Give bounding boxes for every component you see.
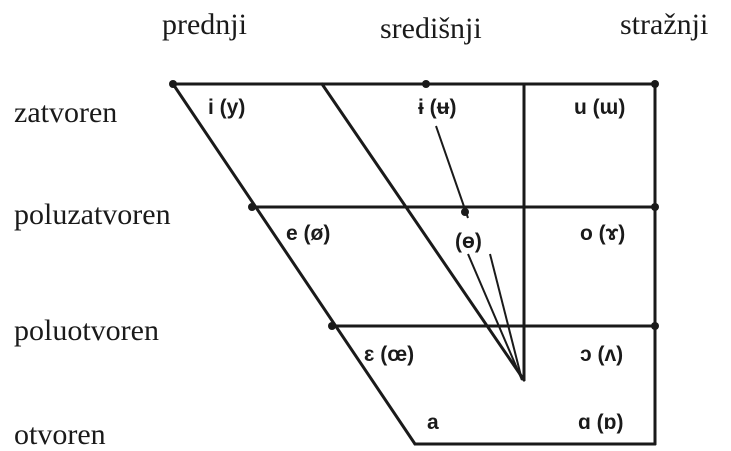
column-label-central: središnji <box>380 12 482 45</box>
vowel-open-mid-front: ɛ (œ) <box>364 343 415 366</box>
vowel-close-central: ɨ (ʉ) <box>418 96 457 119</box>
node-open-mid-right <box>651 322 659 330</box>
row-label-close: zatvoren <box>14 96 118 129</box>
vowel-close-mid-back: o (ɤ) <box>580 222 626 245</box>
node-top-center <box>422 80 430 88</box>
row-label-close-mid: poluzatvoren <box>14 198 171 231</box>
vowel-close-back: u (ɯ) <box>574 96 626 119</box>
pointer-close-mid-central-b <box>489 253 523 381</box>
node-top-right <box>651 80 659 88</box>
left-edge <box>171 82 417 446</box>
pointer-close-central <box>435 125 469 219</box>
row-label-open-mid: poluotvoren <box>14 314 159 347</box>
node-open-mid-left <box>328 322 336 330</box>
vowel-open-back: ɑ (ɒ) <box>578 411 624 434</box>
column-label-back: stražnji <box>620 8 709 41</box>
vowel-close-mid-front: e (ø) <box>286 222 331 245</box>
row-label-open: otvoren <box>14 418 106 451</box>
node-close-mid-center <box>461 208 469 216</box>
central-diagonal <box>320 82 526 382</box>
vowel-open-mid-back: ɔ (ʌ) <box>580 343 624 366</box>
node-top-left <box>169 80 177 88</box>
vowel-open-front: a <box>427 411 439 434</box>
node-close-mid-right <box>651 203 659 211</box>
column-label-front: prednji <box>162 8 247 41</box>
vowel-close-mid-central: (ɵ) <box>455 230 482 253</box>
pointer-close-mid-central-a <box>467 253 523 381</box>
vowel-close-front: i (y) <box>208 96 246 119</box>
node-close-mid-left <box>248 203 256 211</box>
